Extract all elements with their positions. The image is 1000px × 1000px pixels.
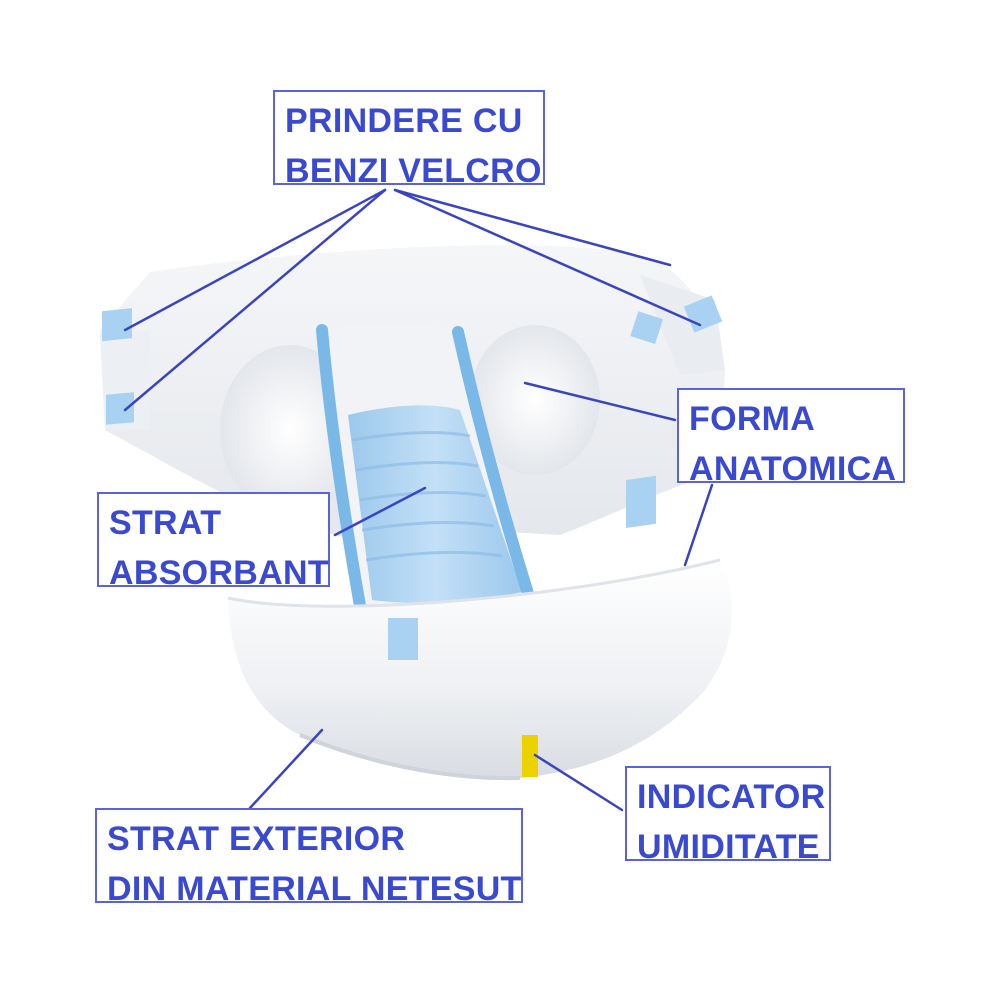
callout-absorbent-layer: STRAT ABSORBANT [97, 492, 330, 592]
leader-line-velcro-3 [393, 188, 672, 267]
callout-outer-layer: STRAT EXTERIOR DIN MATERIAL NETESUT [95, 808, 523, 908]
callout-velcro-line2: BENZI VELCRO [285, 152, 542, 191]
front-tape [626, 475, 656, 529]
velcro-tabs [102, 295, 723, 425]
callout-anatomical-shape: FORMA ANATOMICA [677, 388, 905, 488]
leader-line-indicator [533, 753, 624, 812]
velcro-tab [102, 308, 132, 342]
callout-exterior-line2: DIN MATERIAL NETESUT [107, 870, 522, 909]
absorbent-core [316, 323, 536, 612]
leader-line-velcro-1 [123, 188, 387, 332]
callout-strat-line1: STRAT [109, 504, 222, 542]
callout-indicator-line2: UMIDITATE [637, 828, 820, 867]
wetness-indicator [522, 735, 538, 777]
leader-line-exterior [248, 728, 324, 810]
callout-velcro-fastening: PRINDERE CU BENZI VELCRO [273, 90, 545, 190]
velcro-tab [630, 311, 664, 345]
leader-line-forma-lower [683, 483, 714, 567]
leader-line-velcro-2 [123, 188, 387, 412]
front-tape [388, 618, 418, 660]
callout-strat-line2: ABSORBANT [109, 554, 329, 593]
leader-line-strat-absorbant [333, 486, 427, 537]
callout-wetness-indicator: INDICATOR UMIDITATE [625, 766, 831, 866]
callout-exterior-line1: STRAT EXTERIOR [107, 820, 406, 858]
velcro-tab [106, 392, 134, 425]
front-panel [227, 475, 732, 781]
leader-line-forma [523, 381, 677, 422]
leader-lines [123, 188, 714, 812]
leader-line-velcro-4 [393, 188, 702, 327]
callout-forma-line1: FORMA [689, 400, 816, 438]
callout-indicator-line1: INDICATOR [637, 778, 826, 816]
callout-forma-line2: ANATOMICA [689, 450, 897, 489]
callout-velcro-line1: PRINDERE CU [285, 102, 523, 140]
